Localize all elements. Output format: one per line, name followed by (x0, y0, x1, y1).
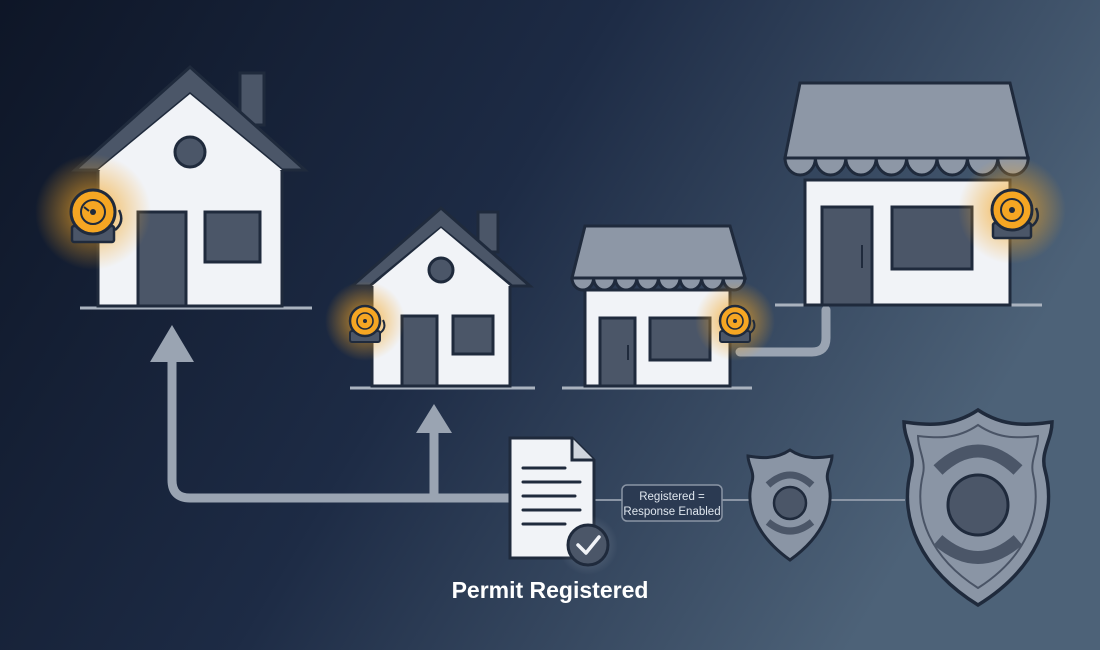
roof (783, 81, 1030, 160)
connector-to-large-house (167, 345, 515, 503)
alarm-bell-icon (958, 156, 1066, 264)
alarm-bell-icon (325, 281, 405, 361)
police-badge-icon (902, 407, 1054, 608)
store-small (570, 224, 747, 388)
window (203, 210, 262, 264)
registered-response-label: Registered = Response Enabled (621, 484, 723, 522)
check-circle-icon (558, 515, 618, 575)
door (598, 316, 637, 388)
arrow-up-small-house (416, 404, 452, 433)
alarm-bell-icon (695, 281, 775, 361)
house-large (71, 64, 309, 308)
window (451, 314, 495, 356)
alarm-bell-icon (35, 154, 151, 270)
flow-label-line2: Response Enabled (623, 506, 720, 518)
connector-lines (167, 305, 831, 503)
door (820, 205, 874, 307)
connector-to-large-store (735, 305, 831, 357)
flow-label-line1: Registered = (639, 491, 705, 503)
police-badge-icon (746, 448, 834, 562)
door (400, 314, 439, 388)
roof (570, 224, 747, 280)
attic-window (427, 256, 455, 284)
permit-registered-label: Permit Registered (452, 577, 649, 603)
arrow-up-large-house (150, 325, 194, 362)
attic-window (173, 135, 207, 169)
